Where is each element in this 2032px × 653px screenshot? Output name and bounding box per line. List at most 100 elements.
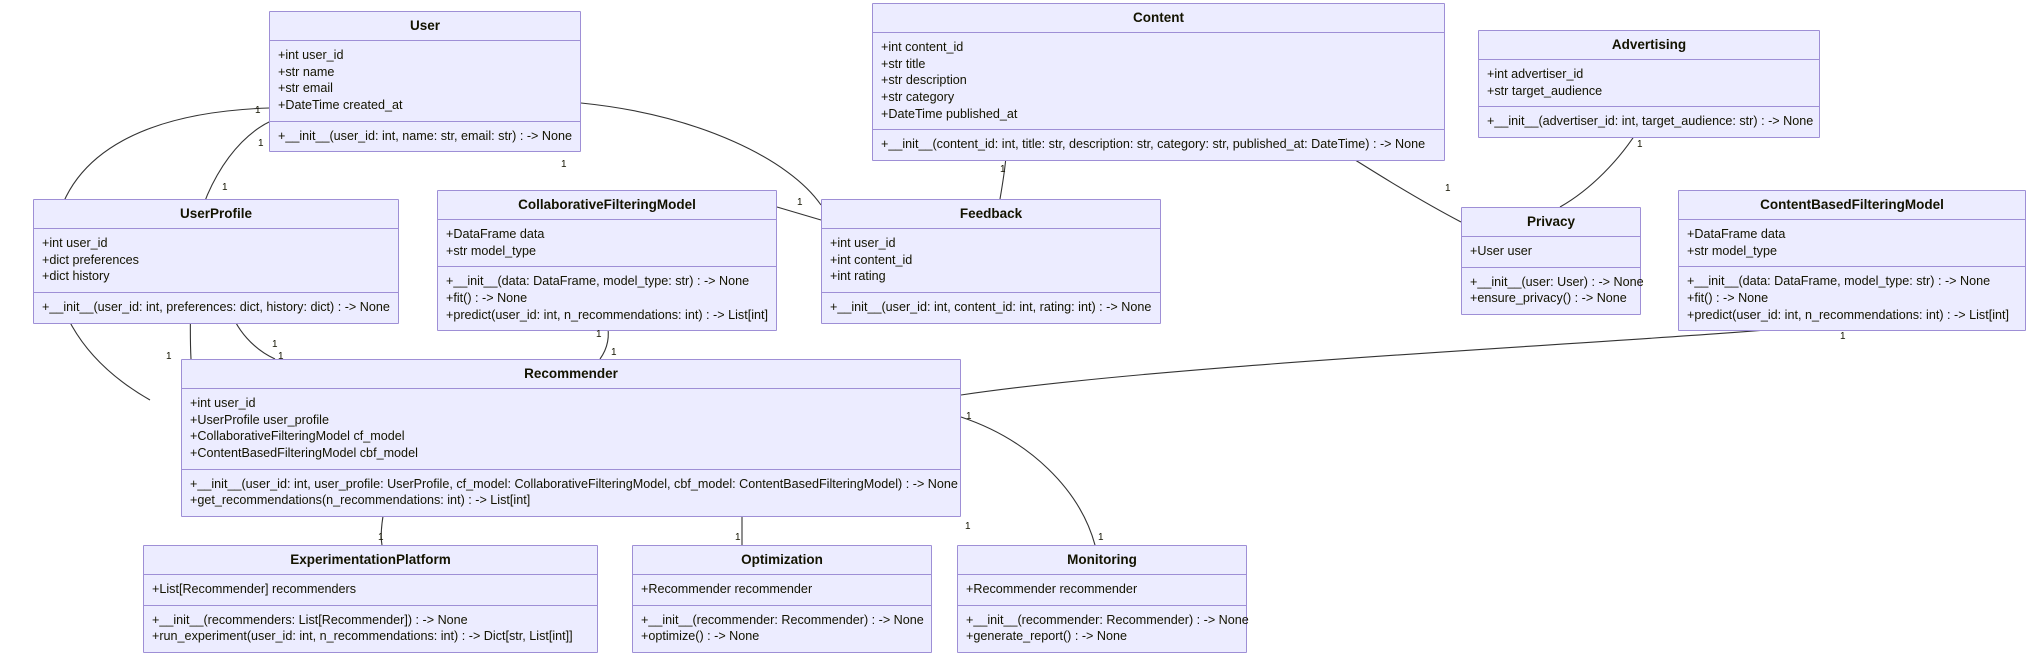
multiplicity-label: 1 bbox=[611, 347, 617, 358]
method-row: +__init__(user_id: int, user_profile: Us… bbox=[190, 476, 958, 491]
class-title-cbfmodel: ContentBasedFilteringModel bbox=[1679, 191, 2025, 221]
method-row: +__init__(user: User) : -> None bbox=[1470, 274, 1644, 289]
class-title-content: Content bbox=[873, 4, 1444, 34]
attribute-row: +int content_id bbox=[881, 40, 964, 55]
class-methods-cbfmodel: +__init__(data: DataFrame, model_type: s… bbox=[1679, 267, 2025, 330]
class-node-optimization[interactable]: Optimization+Recommender recommender+__i… bbox=[632, 545, 932, 653]
class-node-privacy[interactable]: Privacy +User user +__init__(user: User) :… bbox=[1461, 207, 1644, 315]
class-title-user: User bbox=[270, 12, 580, 42]
attribute-row: +int advertiser_id bbox=[1487, 67, 1584, 82]
method-row: +ensure_privacy() : -> None bbox=[1470, 291, 1627, 306]
multiplicity-label: 1 bbox=[278, 351, 284, 362]
class-node-cfmodel[interactable]: CollaborativeFilteringModel +DataFrame da… bbox=[437, 190, 777, 332]
class-node-advertising[interactable]: Advertising+int advertiser_id+str target… bbox=[1478, 30, 1820, 138]
attribute-row: +Recommender recommender bbox=[966, 582, 1138, 597]
method-row: +optimize() : -> None bbox=[641, 629, 760, 644]
attribute-row: +str model_type bbox=[1687, 243, 1777, 258]
multiplicity-label: 1 bbox=[166, 351, 172, 362]
class-methods-user: +__init__(user_id: int, name: str, email… bbox=[270, 122, 580, 152]
method-row: +run_experiment(user_id: int, n_recommen… bbox=[152, 629, 573, 644]
attribute-row: +User user bbox=[1470, 244, 1532, 259]
class-title-privacy: Privacy bbox=[1462, 208, 1640, 238]
relationship-edge-recommender-monitoring bbox=[960, 416, 1096, 546]
multiplicity-label: 1 bbox=[1840, 331, 1846, 342]
multiplicity-label: 1 bbox=[966, 411, 972, 422]
class-attributes-feedback: +int user_id+int content_id+int rating bbox=[822, 229, 1160, 293]
class-methods-optimization: +__init__(recommender: Recommender) : ->… bbox=[633, 606, 931, 652]
multiplicity-label: 1 bbox=[561, 159, 567, 170]
attribute-row: +dict preferences bbox=[42, 252, 139, 267]
attribute-row: +DataFrame data bbox=[446, 227, 545, 242]
multiplicity-label: 1 bbox=[1098, 532, 1104, 543]
class-title-feedback: Feedback bbox=[822, 200, 1160, 230]
class-node-monitoring[interactable]: Monitoring+Recommender recommender+__ini… bbox=[957, 545, 1249, 653]
class-title-userprofile: UserProfile bbox=[34, 200, 398, 230]
class-methods-cfmodel: +__init__(data: DataFrame, model_type: s… bbox=[438, 267, 776, 330]
attribute-row: +int rating bbox=[830, 269, 886, 284]
class-node-userprofile[interactable]: UserProfile+int user_id+dict preferences… bbox=[33, 199, 399, 324]
method-row: +__init__(advertiser_id: int, target_aud… bbox=[1487, 114, 1814, 129]
multiplicity-label: 1 bbox=[596, 329, 602, 340]
class-methods-experimentation: +__init__(recommenders: List[Recommender… bbox=[144, 606, 597, 652]
class-methods-content: +__init__(content_id: int, title: str, d… bbox=[873, 130, 1444, 160]
class-methods-privacy: +__init__(user: User) : -> None +ensure_p… bbox=[1462, 268, 1644, 314]
attribute-row: +UserProfile user_profile bbox=[190, 412, 329, 427]
multiplicity-label: 1 bbox=[255, 105, 261, 116]
attribute-row: +int user_id bbox=[42, 236, 108, 251]
class-attributes-cbfmodel: +DataFrame data+str model_type bbox=[1679, 220, 2025, 268]
class-attributes-userprofile: +int user_id+dict preferences +dict histo… bbox=[34, 229, 398, 293]
class-node-recommender[interactable]: Recommender+int user_id+UserProfile user… bbox=[181, 359, 961, 517]
method-row: +__init__(user_id: int, name: str, email… bbox=[278, 128, 572, 143]
class-title-recommender: Recommender bbox=[182, 360, 960, 390]
attribute-row: +dict history bbox=[42, 269, 110, 284]
class-attributes-optimization: +Recommender recommender bbox=[633, 575, 931, 606]
attribute-row: +ContentBasedFilteringModel cbf_model bbox=[190, 445, 418, 460]
class-attributes-privacy: +User user bbox=[1462, 237, 1640, 268]
attribute-row: +List[Recommender] recommenders bbox=[152, 582, 357, 597]
attribute-row: +int user_id bbox=[190, 396, 256, 411]
relationship-edge-cfmodel-feedback bbox=[776, 206, 822, 221]
class-node-feedback[interactable]: Feedback+int user_id+int content_id+int … bbox=[821, 199, 1161, 324]
class-node-cbfmodel[interactable]: ContentBasedFilteringModel+DataFrame dat… bbox=[1678, 190, 2026, 332]
method-row: +predict(user_id: int, n_recommendations… bbox=[446, 307, 768, 322]
multiplicity-label: 1 bbox=[735, 532, 741, 543]
attribute-row: +CollaborativeFilteringModel cf_model bbox=[190, 429, 405, 444]
method-row: +__init__(user_id: int, preferences: dic… bbox=[42, 299, 390, 314]
class-node-user[interactable]: User+int user_id+str name+str email+Date… bbox=[269, 11, 581, 153]
class-node-content[interactable]: Content+int content_id+str title+str des… bbox=[872, 3, 1445, 161]
method-row: +__init__(recommender: Recommender) : ->… bbox=[966, 612, 1249, 627]
method-row: +__init__(recommenders: List[Recommender… bbox=[152, 612, 468, 627]
method-row: +predict(user_id: int, n_recommendations… bbox=[1687, 307, 2009, 322]
class-title-cfmodel: CollaborativeFilteringModel bbox=[438, 191, 776, 221]
attribute-row: +str name bbox=[278, 64, 335, 79]
class-node-experimentation[interactable]: ExperimentationPlatform +List[Recommender… bbox=[143, 545, 598, 653]
relationship-edge-advertising-privacy bbox=[1559, 126, 1641, 208]
attribute-row: +str email bbox=[278, 81, 333, 96]
class-attributes-monitoring: +Recommender recommender bbox=[958, 575, 1246, 606]
multiplicity-label: 1 bbox=[272, 339, 278, 350]
attribute-row: +str description bbox=[881, 73, 967, 88]
class-methods-userprofile: +__init__(user_id: int, preferences: dic… bbox=[34, 293, 398, 323]
multiplicity-label: 1 bbox=[222, 182, 228, 193]
class-title-experimentation: ExperimentationPlatform bbox=[144, 546, 597, 576]
class-title-optimization: Optimization bbox=[633, 546, 931, 576]
method-row: +get_recommendations(n_recommendations: … bbox=[190, 493, 531, 508]
attribute-row: +str model_type bbox=[446, 243, 536, 258]
method-row: +__init__(data: DataFrame, model_type: s… bbox=[446, 274, 750, 289]
class-attributes-user: +int user_id+str name+str email+DateTime… bbox=[270, 41, 580, 122]
class-methods-advertising: +__init__(advertiser_id: int, target_aud… bbox=[1479, 107, 1819, 137]
multiplicity-label: 1 bbox=[1445, 183, 1451, 194]
attribute-row: +str category bbox=[881, 89, 955, 104]
class-attributes-recommender: +int user_id+UserProfile user_profile +Co… bbox=[182, 389, 960, 470]
multiplicity-label: 1 bbox=[1637, 139, 1643, 150]
attribute-row: +DataFrame data bbox=[1687, 227, 1786, 242]
method-row: +fit() : -> None bbox=[446, 290, 528, 305]
method-row: +__init__(data: DataFrame, model_type: s… bbox=[1687, 274, 1991, 289]
class-methods-monitoring: +__init__(recommender: Recommender) : ->… bbox=[958, 606, 1249, 652]
multiplicity-label: 1 bbox=[258, 138, 264, 149]
multiplicity-label: 1 bbox=[1000, 164, 1006, 175]
class-attributes-experimentation: +List[Recommender] recommenders bbox=[144, 575, 597, 606]
method-row: +__init__(content_id: int, title: str, d… bbox=[881, 137, 1426, 152]
attribute-row: +int user_id bbox=[830, 236, 896, 251]
